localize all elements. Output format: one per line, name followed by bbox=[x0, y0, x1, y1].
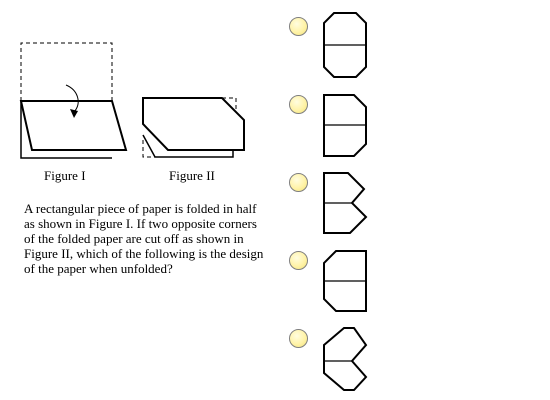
figures-area bbox=[0, 0, 270, 190]
figure-2-folded-flap bbox=[142, 97, 245, 151]
figure-2-dashed-cut-corners bbox=[142, 140, 155, 158]
question-text: A rectangular piece of paper is folded i… bbox=[24, 201, 264, 276]
figure-1-folded-flap bbox=[19, 100, 128, 151]
arrow-head bbox=[70, 109, 78, 118]
curved-fold-arrow bbox=[65, 84, 79, 113]
option-2-design bbox=[318, 92, 374, 160]
figure-2-caption: Figure II bbox=[169, 168, 215, 183]
option-5-design bbox=[318, 324, 374, 392]
option-3-design bbox=[318, 170, 374, 238]
figure-2-dashed-cut-corner-top bbox=[222, 97, 237, 110]
option-5-radio[interactable] bbox=[289, 329, 308, 348]
figure-1-back-sheet bbox=[20, 101, 112, 159]
option-4-design bbox=[318, 248, 374, 316]
option-1-design bbox=[318, 10, 374, 78]
folding-figures bbox=[19, 42, 245, 159]
option-3-radio[interactable] bbox=[289, 173, 308, 192]
figure-1 bbox=[19, 42, 128, 159]
option-2-radio[interactable] bbox=[289, 95, 308, 114]
figure-2 bbox=[142, 97, 245, 158]
option-4-radio[interactable] bbox=[289, 251, 308, 270]
figure-1-caption: Figure I bbox=[44, 168, 86, 183]
option-5-outline bbox=[323, 327, 368, 391]
figure-1-dashed-unfolded-half bbox=[20, 42, 113, 101]
option-1-radio[interactable] bbox=[289, 17, 308, 36]
